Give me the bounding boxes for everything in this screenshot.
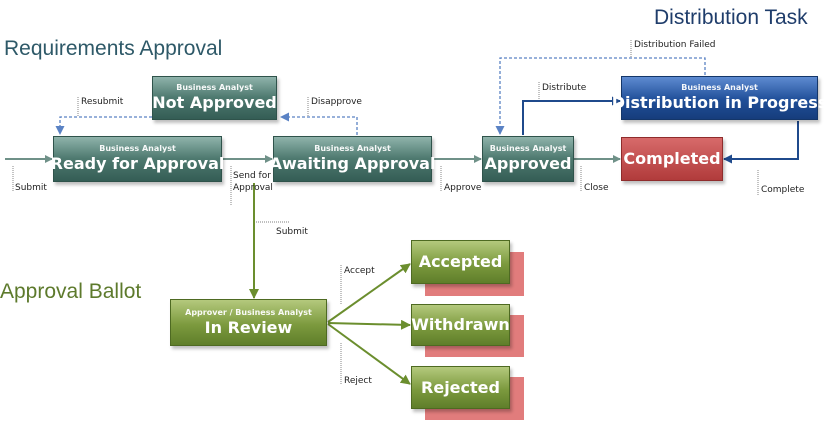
state-label: In Review xyxy=(204,317,293,337)
label-ballot-submit: Submit xyxy=(276,227,308,237)
label-distribution-failed: Distribution Failed xyxy=(634,40,716,50)
state-role: Business Analyst xyxy=(489,144,567,153)
state-completed[interactable]: Completed xyxy=(621,137,723,181)
state-withdrawn[interactable]: Withdrawn xyxy=(411,304,510,346)
label-approve: Approve xyxy=(444,183,482,193)
state-accepted[interactable]: Accepted xyxy=(411,240,510,284)
state-role: Approver / Business Analyst xyxy=(185,307,312,317)
distribute-arrow xyxy=(522,96,621,135)
state-not-approved[interactable]: Business Analyst Not Approved xyxy=(152,76,277,120)
label-resubmit: Resubmit xyxy=(81,97,124,107)
state-label: Awaiting Approval xyxy=(269,154,436,173)
label-reject: Reject xyxy=(344,376,372,386)
requirements-approval-title: Requirements Approval xyxy=(4,37,223,60)
state-label: Distribution in Progress xyxy=(611,93,828,112)
complete-arrow xyxy=(723,121,799,164)
state-label: Rejected xyxy=(421,377,500,397)
label-close: Close xyxy=(584,183,609,193)
label-distribute: Distribute xyxy=(542,83,587,93)
distribution-task-title: Distribution Task xyxy=(654,6,808,29)
state-label: Ready for Approval xyxy=(50,154,225,173)
state-label: Accepted xyxy=(418,252,503,271)
state-in-review[interactable]: Approver / Business Analyst In Review xyxy=(170,299,327,346)
label-send-for: Send for xyxy=(233,171,271,181)
state-ready-for-approval[interactable]: Business Analyst Ready for Approval xyxy=(50,136,225,182)
disapprove-arrow xyxy=(280,112,358,135)
state-distribution-in-progress[interactable]: Business Analyst Distribution in Progres… xyxy=(612,76,827,120)
accept-arrow xyxy=(327,263,411,323)
state-role: Business Analyst xyxy=(176,83,253,92)
resubmit-arrow xyxy=(55,116,152,135)
distribution-failed-arrow xyxy=(495,57,706,135)
approval-ballot-title: Approval Ballot xyxy=(0,280,142,303)
label-accept: Accept xyxy=(344,266,375,276)
state-role: Business Analyst xyxy=(681,83,758,92)
state-label: Completed xyxy=(623,149,721,168)
state-label: Not Approved xyxy=(152,93,277,112)
label-disapprove: Disapprove xyxy=(311,97,362,107)
state-label: Withdrawn xyxy=(411,315,510,334)
state-label: Approved xyxy=(484,154,572,173)
withdraw-arrow xyxy=(327,319,411,330)
reject-arrow xyxy=(327,323,411,385)
state-role: Business Analyst xyxy=(99,144,176,153)
label-complete: Complete xyxy=(761,185,805,195)
label-submit: Submit xyxy=(15,183,47,193)
state-role: Business Analyst xyxy=(314,144,391,153)
state-awaiting-approval[interactable]: Business Analyst Awaiting Approval xyxy=(270,136,435,182)
label-approval: Approval xyxy=(233,183,273,193)
state-approved[interactable]: Business Analyst Approved xyxy=(482,136,574,182)
state-rejected[interactable]: Rejected xyxy=(411,366,510,409)
